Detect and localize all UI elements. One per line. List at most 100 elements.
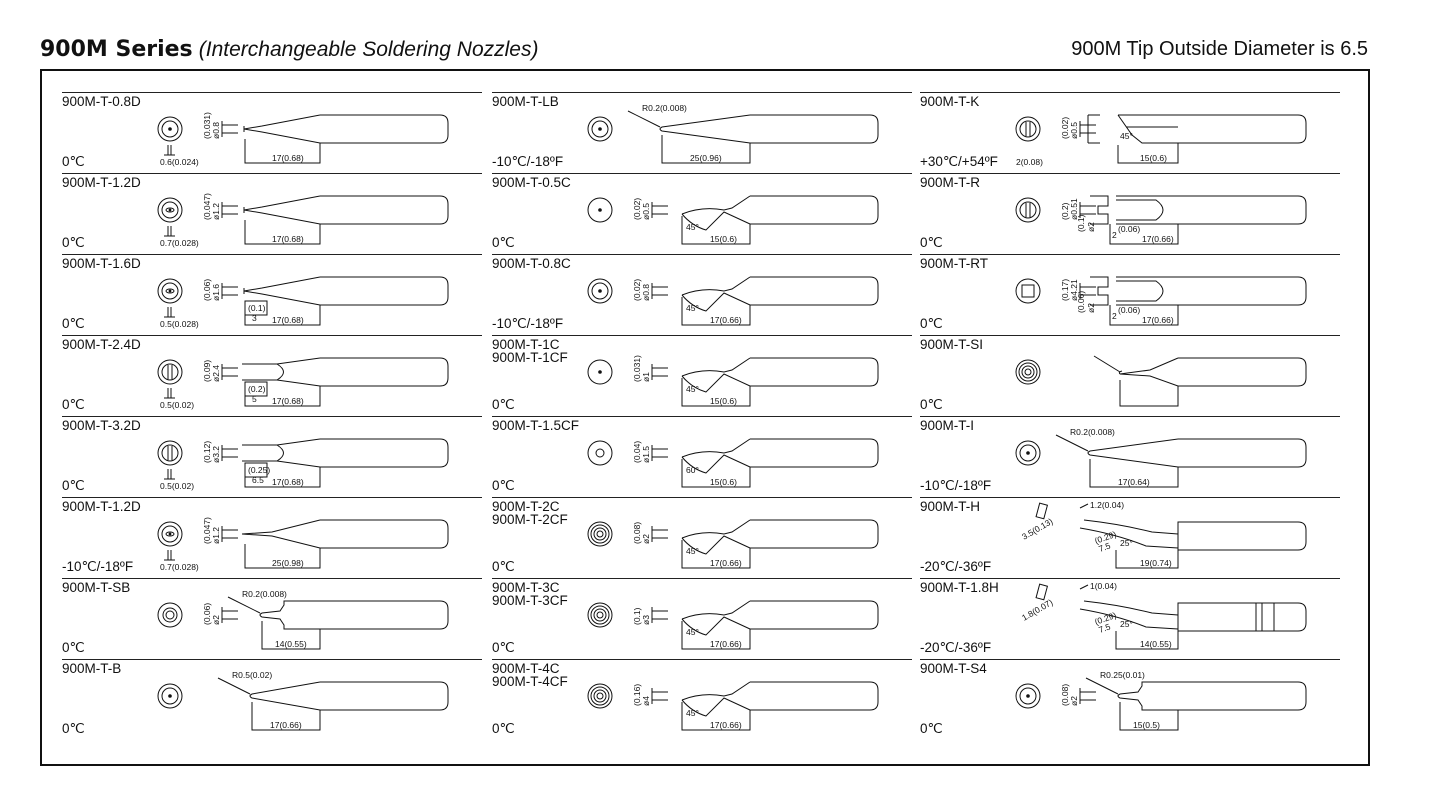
series-subtitle: (Interchangeable Soldering Nozzles)	[198, 38, 539, 61]
tip-spoon-inch: (0.06)	[1118, 305, 1140, 315]
tip-length-dimension: 25(0.98)	[272, 558, 304, 568]
tip-length-dimension: 17(0.64)	[1118, 477, 1150, 487]
tip-flat-dimension: 0.5(0.02)	[160, 481, 194, 491]
side-dimension-inch: (0.06)	[202, 279, 212, 301]
tip-length-dimension: 15(0.5)	[1133, 720, 1160, 730]
tip-length-dimension: 17(0.66)	[710, 558, 742, 568]
tip-chisel-inch: (0.1)	[248, 303, 266, 313]
tip-length-dimension: 17(0.66)	[1142, 234, 1174, 244]
tip-model-name: 900M-T-1.8H	[920, 580, 999, 595]
tip-bevel-angle: 45°	[1120, 131, 1133, 141]
side-dimension-mm: ø4	[641, 696, 651, 706]
tip-model-name: 900M-T-I	[920, 418, 975, 433]
tip-top-dimension: 1(0.04)	[1090, 581, 1117, 591]
tip-spoon-inch: (0.06)	[1118, 224, 1140, 234]
tip-model-name: 900M-T-4C 900M-T-4CF	[492, 661, 568, 689]
tip-drawing: (0.12)ø3.217(0.68)0.5(0.02)(0.25)6.5	[157, 438, 449, 491]
side-dimension-inch: (0.047)	[202, 193, 212, 220]
tip-temperature-offset: 0℃	[492, 478, 515, 493]
tip-length-dimension: 14(0.55)	[1140, 639, 1172, 649]
side-dimension-mm: ø3.2	[211, 446, 221, 463]
side-dimension-mm: ø0.51	[1069, 198, 1079, 220]
series-title: 900M Series (Interchangeable Soldering N…	[40, 36, 538, 62]
side-dimension-inch: (0.02)	[632, 198, 642, 220]
tip-drawing: (0.031)ø0.817(0.68)0.6(0.024)	[157, 112, 449, 167]
tip-temperature-offset: 0℃	[62, 235, 85, 250]
tip-chisel-inch: (0.25)	[248, 465, 270, 475]
tip-bevel-angle: 45°	[686, 546, 699, 556]
side-dimension-mm: ø1.6	[211, 284, 221, 301]
tip-chisel-mm: 3	[252, 313, 257, 323]
side-dimension-mm: ø2	[211, 615, 221, 625]
tip-mid-mm: 7.5	[1097, 540, 1112, 554]
tip-temperature-offset: 0℃	[62, 721, 85, 736]
tip-length-dimension: 17(0.68)	[272, 234, 304, 244]
tip-model-name: 900M-T-1.5CF	[492, 418, 580, 433]
tip-flat-dimension: 0.5(0.02)	[160, 400, 194, 410]
side-dimension-inch: (0.08)	[632, 522, 642, 544]
side-dimension-inch: (0.1)	[632, 607, 642, 625]
tip-radius-dimension: R0.5(0.02)	[232, 670, 272, 680]
tip-drawing: (0.04)ø1.515(0.6)60°	[587, 438, 879, 488]
tip-bent-dimension: 3.5(0.13)	[1020, 516, 1055, 542]
tip-temperature-offset: 0℃	[62, 397, 85, 412]
tip-temperature-offset: 0℃	[492, 640, 515, 655]
tip-bend-angle: 25°	[1120, 538, 1133, 548]
tip-length-dimension: 15(0.6)	[1140, 153, 1167, 163]
tip-drawing: (0.06)ø1.617(0.68)0.5(0.028)(0.1)3	[157, 276, 449, 329]
tip-temperature-offset: 0℃	[920, 235, 943, 250]
tip-drawing	[1015, 355, 1307, 407]
side-dimension-mm: ø4.21	[1069, 279, 1079, 301]
tip-drawing: (0.08)ø2 17(0.66) 45°	[587, 519, 879, 569]
tip-drawing: 17(0.66)R0.5(0.02)	[157, 670, 449, 731]
side-dimension-mm: ø0.5	[641, 203, 651, 220]
side-dimension-inch: (0.09)	[202, 360, 212, 382]
tip-bevel-angle: 45°	[686, 303, 699, 313]
side-dimension-inch: (0.02)	[632, 279, 642, 301]
tip-bevel-angle: 60°	[686, 465, 699, 475]
tip-model-name: 900M-T-LB	[492, 94, 559, 109]
tip-model-name: 900M-T-1.2D	[62, 499, 141, 514]
side-dimension-inch: (0.2)	[1060, 202, 1070, 220]
tip-length-dimension: 25(0.96)	[690, 153, 722, 163]
tip-spoon-mm: 2	[1112, 230, 1117, 240]
tip-drawing: (0.09)ø2.417(0.68)0.5(0.02)(0.2)5	[157, 357, 449, 410]
catalog-frame	[40, 69, 1370, 766]
side-dimension-mm: ø2	[641, 534, 651, 544]
side-dimension-inch: (0.17)	[1060, 279, 1070, 301]
tip-model-name: 900M-T-2.4D	[62, 337, 141, 352]
tip-length-dimension: 17(0.66)	[710, 315, 742, 325]
tip-radius-dimension: R0.2(0.008)	[242, 589, 287, 599]
tip-temperature-offset: -10℃/-18ºF	[492, 316, 564, 331]
tip-model-name: 900M-T-3C 900M-T-3CF	[492, 580, 568, 608]
tip-chisel-mm: 6.5	[252, 475, 264, 485]
tip-drawing: (0.047)ø1.217(0.68)0.7(0.028)	[157, 193, 449, 248]
side-dimension-inch: (0.031)	[632, 355, 642, 382]
tip-model-name: 900M-T-1.6D	[62, 256, 141, 271]
tip-bent-dimension: 1.8(0.07)	[1020, 597, 1055, 623]
tip-temperature-offset: +30℃/+54ºF	[920, 154, 998, 169]
side-dimension-inch: (0.06)	[202, 603, 212, 625]
diameter-note: 900M Tip Outside Diameter is 6.5	[1071, 38, 1368, 60]
